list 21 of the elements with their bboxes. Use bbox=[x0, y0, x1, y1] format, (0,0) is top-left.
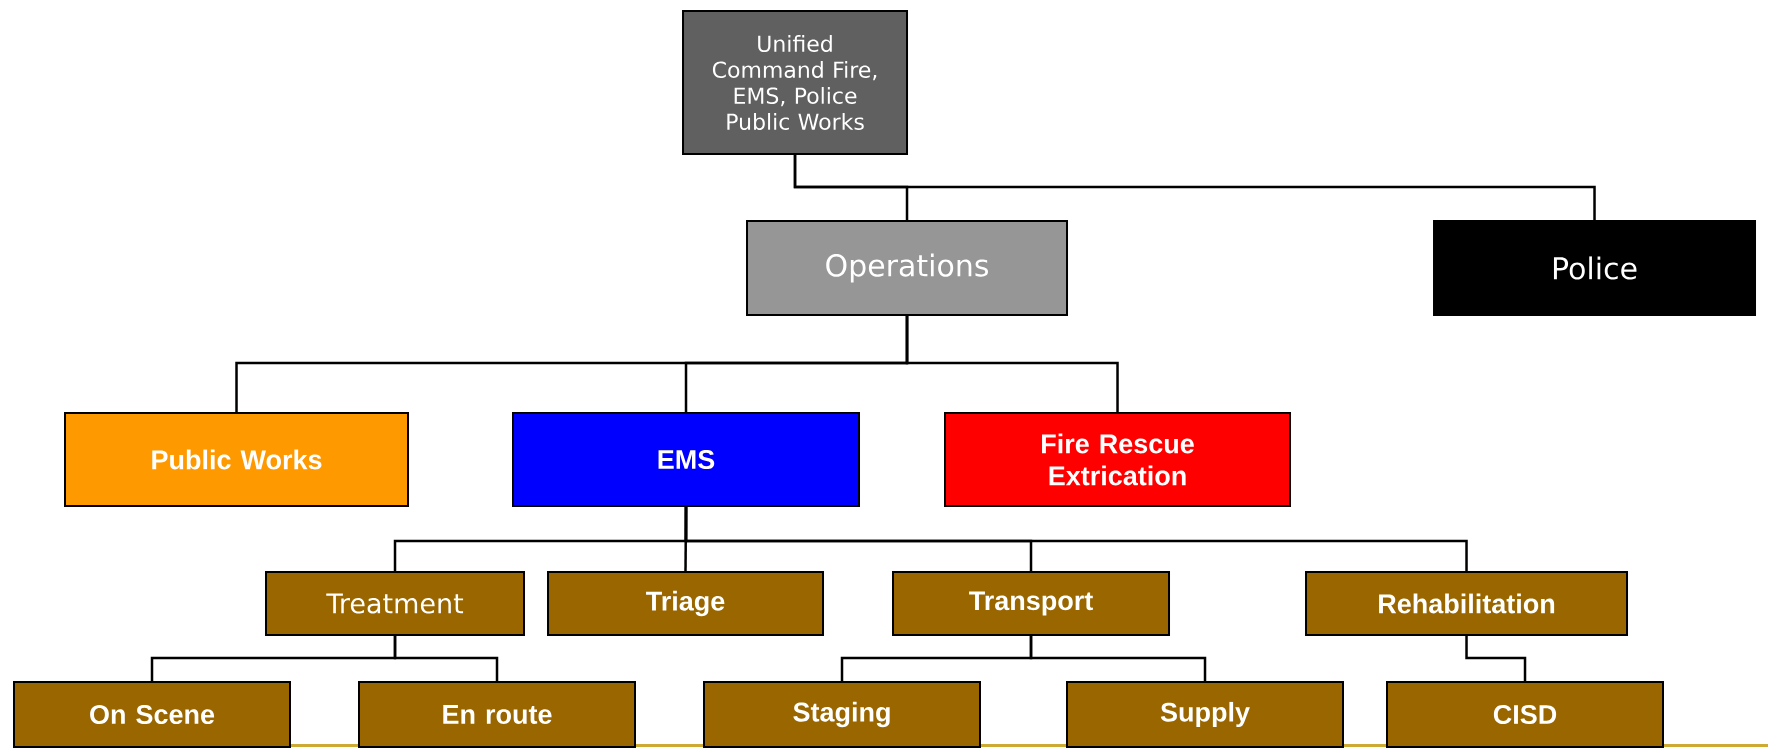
connector-line bbox=[1465, 636, 1527, 681]
section-box: Police bbox=[1433, 220, 1756, 316]
connector-line bbox=[905, 316, 1119, 412]
unit-box: CISD bbox=[1386, 681, 1664, 748]
connector-line bbox=[393, 636, 499, 681]
unit-box: En route bbox=[358, 681, 636, 748]
branch-box: EMS bbox=[512, 412, 860, 507]
unit-box: Supply bbox=[1066, 681, 1344, 748]
unit-box: Staging bbox=[703, 681, 981, 748]
group-box: Triage bbox=[547, 571, 824, 636]
connector-line bbox=[684, 507, 1468, 571]
group-box: Treatment bbox=[265, 571, 525, 636]
section-box: Operations bbox=[746, 220, 1068, 316]
connector-line bbox=[1029, 636, 1207, 681]
group-box: Transport bbox=[892, 571, 1170, 636]
command-box: Unified Command Fire, EMS, Police Public Works bbox=[682, 10, 908, 155]
group-box: Rehabilitation bbox=[1305, 571, 1628, 636]
connector-line bbox=[793, 155, 1596, 220]
branch-box: Fire Rescue Extrication bbox=[944, 412, 1291, 507]
branch-box: Public Works bbox=[64, 412, 409, 507]
unit-box: On Scene bbox=[13, 681, 291, 748]
